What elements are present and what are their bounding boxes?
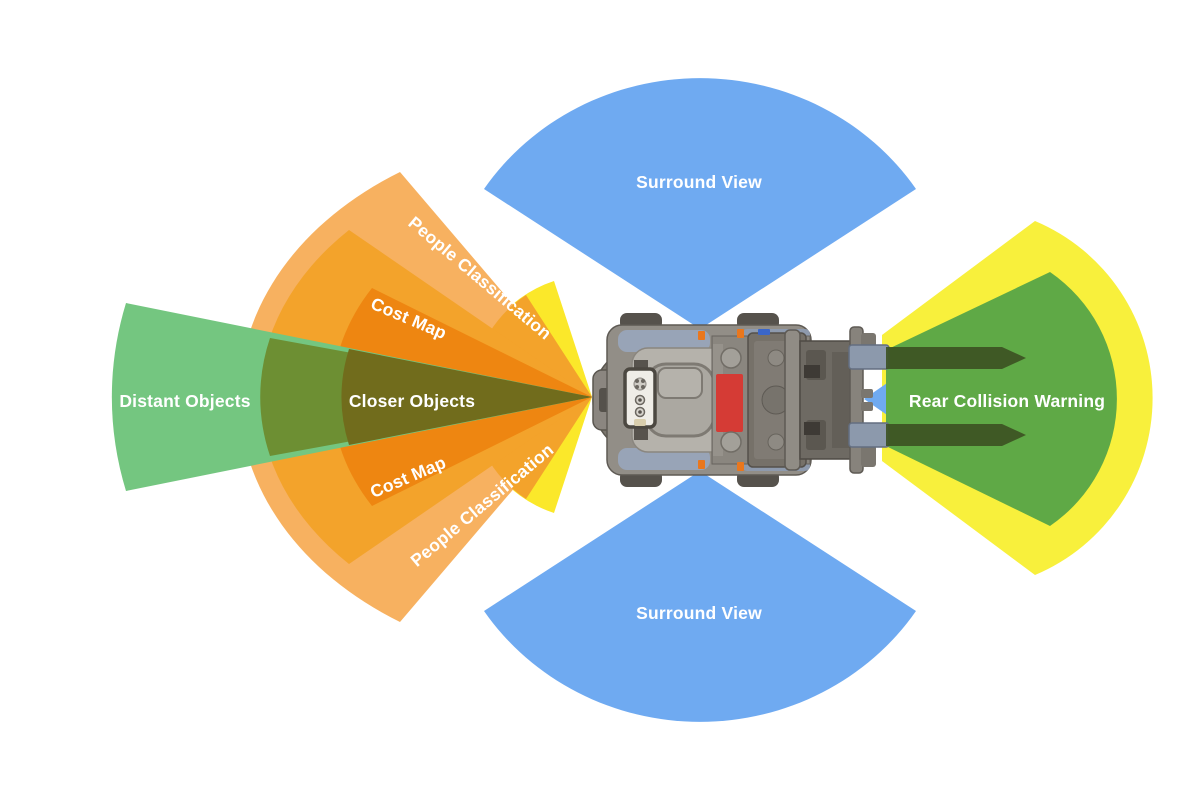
rear-collision-inner-green-fan [886,272,1117,526]
marker-orange-4 [737,462,744,471]
marker-blue [758,329,770,335]
seat-back [657,367,703,399]
fork-heel-bottom [848,422,890,448]
surround-view-top-fan [484,78,916,329]
forklift-robot [592,313,1026,487]
windshield-bottom [618,448,710,470]
rear-cap-bottom [767,433,785,451]
fork-blade-top [886,347,1026,369]
sensor-indicator [634,419,646,426]
sensor-dot-4 [641,385,645,389]
fork-heel-top [848,344,890,370]
carriage-plate [832,352,850,448]
clamp-teeth-bottom [804,422,820,435]
marker-orange-2 [737,329,744,338]
surround-view-bottom-fan [484,471,916,722]
marker-orange-3 [698,460,705,469]
rear-cap-top [767,349,785,367]
surround-view-rear-tip [864,381,890,417]
estop-red-box [716,374,743,432]
marker-orange-1 [698,331,705,340]
fork-blade-bottom [886,424,1026,446]
windshield-top [618,330,710,352]
deck-cap-top [720,347,742,369]
backrest-tab-mid1 [861,389,873,398]
camera-lens-2-core [638,410,642,414]
backrest-tab-mid2 [861,402,873,411]
label-rear-collision-warning: Rear Collision Warning [909,391,1105,411]
clamp-teeth-top [804,365,820,378]
label-surround-view-top: Surround View [636,172,762,192]
sensor-dot-3 [635,385,639,389]
mast-bar [784,329,801,471]
label-distant-objects: Distant Objects [119,391,250,411]
deck-cap-bottom [720,431,742,453]
label-closer-objects: Closer Objects [349,391,475,411]
backrest-tab-bottom [861,445,876,467]
camera-lens-1-core [638,398,642,402]
cab-corner-3 [634,428,648,440]
sensor-dot-2 [641,379,645,383]
closer-objects-overlap-dark [341,349,592,445]
sensor-dot-1 [635,379,639,383]
label-surround-view-bottom: Surround View [636,603,762,623]
